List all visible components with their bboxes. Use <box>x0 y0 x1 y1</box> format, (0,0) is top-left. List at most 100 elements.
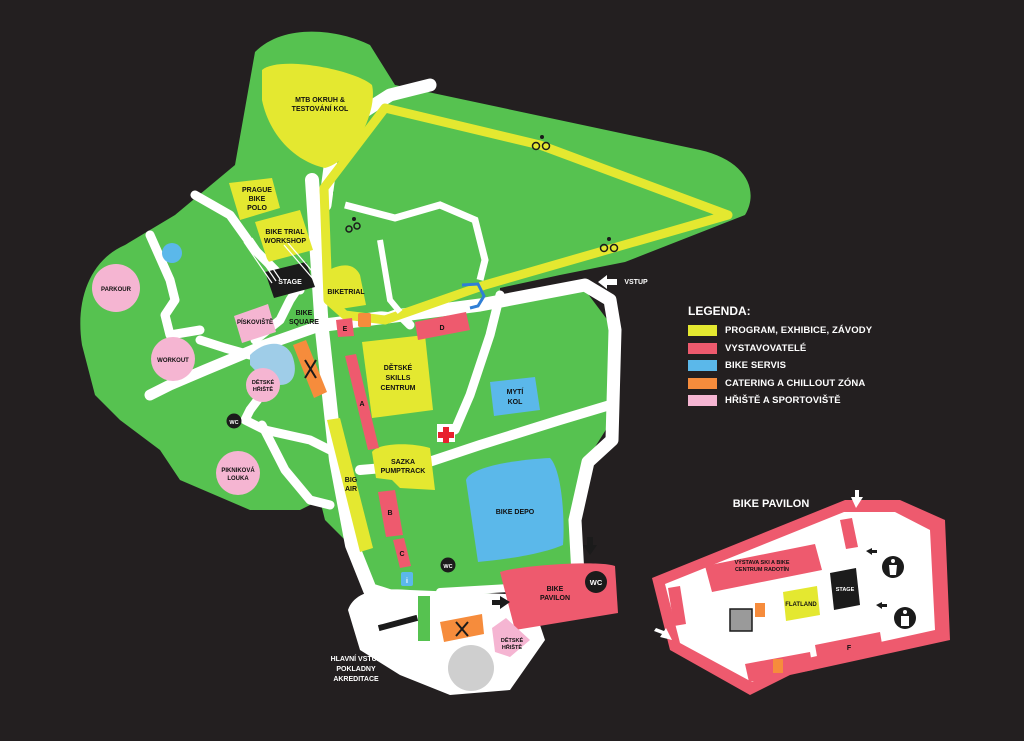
myti-kol-zone <box>490 377 540 416</box>
piskoviste-label: PÍSKOVIŠTĚ <box>237 318 273 326</box>
myti-label: MYTÍ <box>507 387 525 396</box>
cyclist-icon <box>345 135 619 253</box>
mtb-label: TESTOVÁNÍ KOL <box>292 104 349 113</box>
pavilion-booth-top <box>840 518 858 549</box>
skills-label: SKILLS <box>386 375 411 382</box>
vstup-label: VSTUP <box>624 279 648 286</box>
pavilion-stage <box>830 568 860 610</box>
pond-blue <box>162 243 182 263</box>
pavilion-bin <box>755 603 765 617</box>
sazka-label: SAZKA <box>391 459 415 466</box>
legend-label: BIKE SERVIS <box>725 360 787 372</box>
hlavni-vstup-label: HLAVNÍ VSTUP <box>331 654 382 663</box>
info-icon <box>401 572 413 586</box>
pavilion-stage-label: STAGE <box>836 587 855 593</box>
legend-item: PROGRAM, EXHIBICE, ZÁVODY <box>688 322 872 340</box>
exhibitor-c <box>393 538 411 568</box>
parkour-zone <box>92 264 140 312</box>
exhibitor-f-label: F <box>847 645 852 652</box>
first-aid-icon <box>438 427 454 443</box>
legend-item: VYSTAVOVATELÉ <box>688 340 872 358</box>
prague-bike-polo-zone <box>229 178 280 220</box>
legend-swatch <box>688 325 717 337</box>
inner-path-2 <box>377 239 403 314</box>
wc-icon <box>226 413 242 429</box>
skills-label: DĚTSKÉ <box>384 363 413 372</box>
info-label: i <box>406 578 408 585</box>
stage-stripes <box>243 237 319 284</box>
legend: LEGENDA: PROGRAM, EXHIBICE, ZÁVODY VYSTA… <box>688 304 872 410</box>
wc-icon <box>440 557 456 573</box>
workout-zone <box>151 337 195 381</box>
legend-label: VYSTAVOVATELÉ <box>725 342 807 354</box>
vystava-label: CENTRUM RADOTÍN <box>735 565 789 573</box>
pavilion-bin <box>773 659 783 673</box>
mtb-label: MTB OKRUH & <box>295 97 345 104</box>
piknik-label: LOUKA <box>227 476 249 482</box>
entry-arrow-icon <box>598 275 617 289</box>
exhibitor-a-label: A <box>359 401 364 408</box>
wc-label: WC <box>443 564 452 570</box>
entry-arrow-icon <box>397 635 409 654</box>
exhibitor-c-label: C <box>399 551 404 558</box>
skills-centrum-zone <box>362 335 433 418</box>
detske-hriste-entrance <box>492 618 530 657</box>
bike-depo-zone <box>466 458 564 562</box>
detske-hriste-label: DĚTSKÉ <box>252 378 275 386</box>
piknik-zone <box>216 451 260 495</box>
entrance-roundabout <box>448 645 494 691</box>
legend-item: BIKE SERVIS <box>688 357 872 375</box>
detske-hriste-entrance-label: DĚTSKÉ <box>501 636 524 644</box>
entry-arrow-icon <box>492 596 510 609</box>
pavilion-exhibit <box>705 544 822 592</box>
prague-polo-label: POLO <box>247 205 267 212</box>
toilet-figure-icon <box>901 610 909 626</box>
exhibitor-b-label: B <box>387 510 392 517</box>
biketrial-label: BIKETRIAL <box>327 289 365 296</box>
piknik-label: PIKNIKOVÁ <box>221 467 255 474</box>
workout-label: WORKOUT <box>157 358 189 364</box>
exhibitor-d-label: D <box>439 325 444 332</box>
catering-icon <box>304 359 469 637</box>
detske-hriste-label: HŘIŠTĚ <box>253 385 274 393</box>
wc-icon <box>585 571 607 593</box>
pavilion-arrow-icon <box>876 602 887 609</box>
detske-hriste-zone <box>246 368 280 402</box>
bike-square-label: SQUARE <box>289 319 319 326</box>
exhibitor-a <box>345 354 379 450</box>
big-air-label: BIG <box>345 477 358 484</box>
mtb-okruh-zone <box>262 63 373 168</box>
sazka-label: PUMPTRACK <box>381 468 426 475</box>
sazka-pumptrack-zone <box>372 444 435 490</box>
vystava-label: VÝSTAVA SKI A BIKE <box>734 559 789 566</box>
biketrial-zone <box>329 265 366 310</box>
legend-swatch <box>688 395 717 407</box>
entrance-gate <box>377 614 419 632</box>
wc-label: WC <box>229 420 238 426</box>
legend-swatch <box>688 342 717 354</box>
bike-trial-workshop-zone <box>255 210 313 262</box>
pavilion-grey-box <box>729 608 753 632</box>
entrance-green-strip <box>418 596 430 641</box>
wc-label: WC <box>590 578 603 587</box>
entry-arrow-icon <box>583 537 597 555</box>
legend-item: HŘIŠTĚ A SPORTOVIŠTĚ <box>688 392 872 410</box>
catering-bin <box>358 313 371 327</box>
legend-swatch <box>688 360 717 372</box>
exhibitor-d <box>415 312 470 340</box>
detske-hriste-entrance-label: HŘIŠTĚ <box>502 643 523 651</box>
skills-label: CENTRUM <box>381 385 416 392</box>
bike-trial-workshop-label: BIKE TRIAL <box>265 229 305 236</box>
bike-pavilon-label: PAVILON <box>540 595 570 602</box>
stage-block <box>265 262 315 298</box>
legend-swatch <box>688 377 717 389</box>
toilet-figure-icon <box>889 559 897 575</box>
pavilion-arrow-icon <box>866 548 877 555</box>
pavilion-flatland <box>783 586 820 621</box>
big-air-label: AIR <box>345 486 357 493</box>
flatland-label: FLATLAND <box>785 602 817 608</box>
hlavni-vstup-label: AKREDITACE <box>333 676 379 683</box>
exhibitor-e-label: E <box>343 326 348 333</box>
big-air-zone <box>327 418 373 552</box>
legend-label: CATERING A CHILLOUT ZÓNA <box>725 377 866 389</box>
